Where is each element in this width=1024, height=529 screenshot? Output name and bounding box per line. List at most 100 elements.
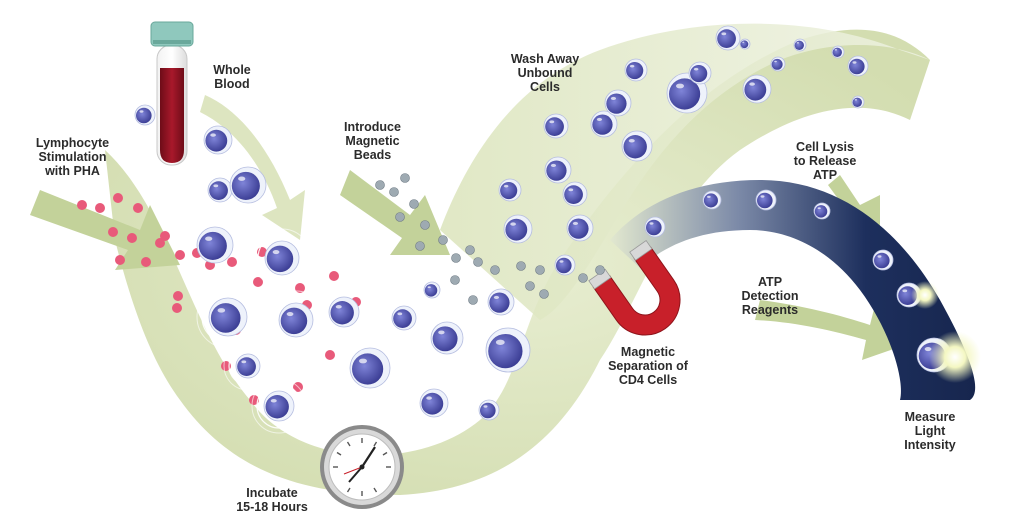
lymphocyte-cell: [419, 388, 449, 418]
lymphocyte-cell: [430, 321, 464, 355]
pha-particle: [227, 257, 237, 267]
lymphocyte-cell: [621, 130, 653, 162]
pha-particle: [160, 231, 170, 241]
pha-particle: [113, 193, 123, 203]
pha-particle: [329, 271, 339, 281]
pha-particle: [249, 395, 259, 405]
label-lymphocyte-stimulation: Lymphocyte Stimulation with PHA: [35, 136, 110, 178]
lymphocyte-cell: [196, 285, 260, 349]
lymphocyte-cell: [196, 226, 234, 264]
pha-input-arrow: [30, 190, 180, 270]
lymphocyte-cell: [644, 216, 666, 238]
magnetic-bead: [389, 187, 399, 197]
lymphocyte-cell: [252, 228, 312, 288]
label-cell-lysis: Cell Lysis to Release ATP: [793, 140, 857, 182]
magnetic-bead: [539, 289, 549, 299]
lymphocyte-cell: [851, 95, 865, 109]
magnetic-bead: [400, 173, 410, 183]
pha-particle: [221, 361, 231, 371]
lymphocyte-cell: [487, 288, 515, 316]
lymphocyte-cell: [485, 327, 531, 373]
light-flash: [911, 281, 939, 309]
magnetic-bead: [450, 275, 460, 285]
magnetic-bead: [468, 295, 478, 305]
lymphocyte-cell: [503, 214, 533, 244]
lymphocyte-cell: [423, 281, 441, 299]
pha-particle: [173, 291, 183, 301]
pha-particle: [175, 250, 185, 260]
label-measure-light: Measure Light Intensity: [904, 410, 956, 452]
magnetic-bead: [415, 241, 425, 251]
atp-reagents-arrow: [755, 300, 905, 360]
magnetic-bead: [516, 261, 526, 271]
pha-particle: [172, 303, 182, 313]
label-whole-blood: Whole Blood: [213, 63, 251, 91]
lymphocyte-cell: [813, 202, 831, 220]
upper-flow-band: [440, 23, 930, 321]
lymphocyte-cell: [544, 156, 572, 184]
pha-particle: [95, 203, 105, 213]
lymphocyte-cell: [715, 25, 741, 51]
label-incubate: Incubate 15-18 Hours: [236, 486, 308, 514]
lymphocyte-cell: [316, 284, 372, 340]
lymphocyte-cell: [624, 58, 648, 82]
lymphocyte-cell: [543, 113, 569, 139]
pha-particle: [141, 257, 151, 267]
magnetic-bead: [438, 235, 448, 245]
lymphocyte-cell: [554, 254, 576, 276]
pha-particle: [115, 255, 125, 265]
lymphocyte-cell: [604, 89, 632, 117]
label-wash-away: Wash Away Unbound Cells: [510, 52, 580, 94]
lymphocyte-cell: [755, 189, 777, 211]
lymphocyte-cell: [203, 125, 233, 155]
magnetic-bead: [465, 245, 475, 255]
lymphocyte-cell: [266, 290, 326, 350]
lymphocyte-cell: [739, 38, 751, 50]
beads-input-arrow: [340, 170, 450, 255]
magnet-icon: [588, 240, 681, 336]
pha-particle: [295, 283, 305, 293]
particles-layer: [77, 173, 605, 405]
pha-particle: [108, 227, 118, 237]
pha-particle: [325, 350, 335, 360]
lymphocyte-cell: [391, 305, 417, 331]
lymphocyte-cell: [831, 45, 845, 59]
pha-particle: [77, 200, 87, 210]
lymphocyte-cell: [562, 181, 588, 207]
lymphocyte-cell: [566, 214, 594, 242]
pha-particle: [155, 238, 165, 248]
lymphocyte-cell: [770, 56, 786, 72]
magnetic-bead: [395, 212, 405, 222]
lymphocyte-cell: [251, 378, 307, 434]
lymphocyte-cell: [498, 178, 522, 202]
magnetic-bead: [490, 265, 500, 275]
lymphocyte-cell: [478, 399, 500, 421]
magnetic-bead: [375, 180, 385, 190]
pha-particle: [133, 203, 143, 213]
magnetic-bead: [525, 281, 535, 291]
lymphocyte-cell: [590, 110, 618, 138]
label-atp-reagents: ATP Detection Reagents: [741, 275, 799, 317]
magnetic-bead: [409, 199, 419, 209]
magnetic-bead: [535, 265, 545, 275]
lymphocyte-cell: [702, 190, 722, 210]
light-flash: [929, 331, 981, 383]
lymphocyte-cell: [742, 74, 772, 104]
label-introduce-beads: Introduce Magnetic Beads: [344, 120, 401, 162]
blood-tube-icon: [150, 21, 194, 166]
magnetic-bead: [420, 220, 430, 230]
lymphocyte-cell: [207, 177, 233, 203]
pha-particle: [127, 233, 137, 243]
magnetic-bead: [578, 273, 588, 283]
pha-particle: [253, 277, 263, 287]
lymphocyte-cell: [337, 335, 403, 401]
magnetic-bead: [451, 253, 461, 263]
clock-icon: [320, 425, 404, 509]
magnetic-bead: [595, 265, 605, 275]
lymphocyte-cell: [688, 61, 712, 85]
magnetic-bead: [473, 257, 483, 267]
lymphocyte-cell: [872, 249, 894, 271]
lymphocyte-cell: [793, 38, 807, 52]
